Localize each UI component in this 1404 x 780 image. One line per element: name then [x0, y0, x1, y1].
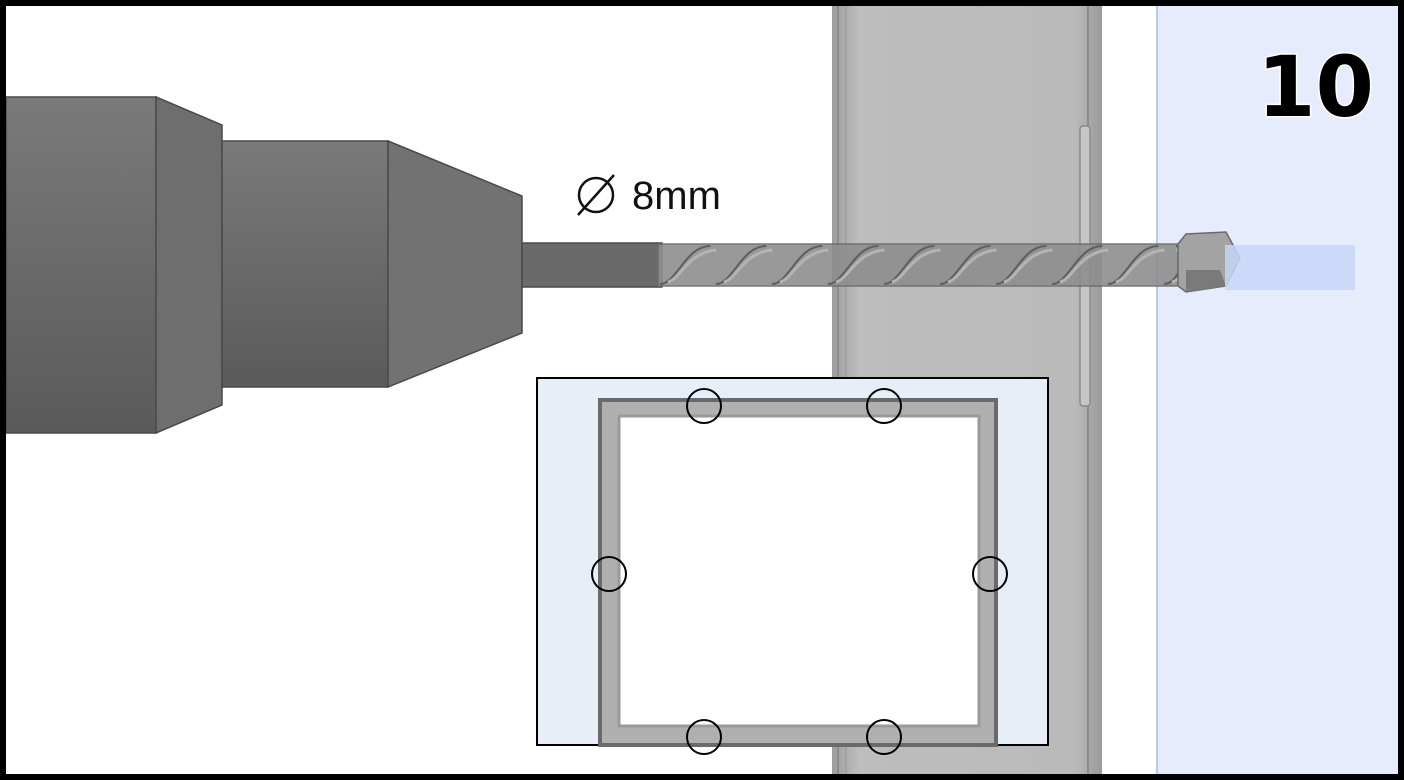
- drill-chuck-collar: [221, 140, 389, 388]
- drill-bit-flute-highlight: [1115, 248, 1165, 284]
- drill-housing-taper: [155, 95, 223, 435]
- hole-marker: [866, 719, 902, 755]
- detail-inset: [536, 377, 1049, 755]
- hole-marker: [686, 388, 722, 424]
- drill-bit-flute-highlight: [723, 248, 773, 284]
- frame-inner-opening: [617, 414, 981, 728]
- drill-shank: [521, 242, 663, 288]
- drill-bit-flute: [939, 245, 991, 285]
- hole-marker: [591, 556, 627, 592]
- drill-motor-housing: [5, 96, 157, 434]
- hole-marker: [972, 556, 1008, 592]
- drill-bit-flute-highlight: [779, 248, 829, 284]
- drill-chuck-nose: [387, 139, 523, 389]
- hole-markers: [591, 388, 1008, 755]
- drill-bit-flute: [995, 245, 1047, 285]
- diameter-label: 8mm: [577, 174, 721, 218]
- drill-bit-flute-highlight: [1059, 248, 1109, 284]
- drill-bit-flute: [1051, 245, 1103, 285]
- drill-bit-flute-highlight: [1003, 248, 1053, 284]
- drill-bit-flute: [827, 245, 879, 285]
- diameter-value: 8mm: [632, 174, 721, 218]
- drill-bit-flute: [883, 245, 935, 285]
- drill-bit-flute-highlight: [835, 248, 885, 284]
- hole-marker: [866, 388, 902, 424]
- hole-marker: [686, 719, 722, 755]
- drill-bit-flute: [715, 245, 767, 285]
- drill: [5, 95, 663, 435]
- drill-bit-flute-highlight: [891, 248, 941, 284]
- drill-bit-flute: [771, 245, 823, 285]
- diameter-symbol-icon: [577, 174, 615, 216]
- drill-bit-flute-highlight: [947, 248, 997, 284]
- drill-bit: [657, 231, 1241, 293]
- drill-bit-flute-highlight: [667, 248, 717, 284]
- drill-path-indicator: [1225, 245, 1355, 290]
- drill-bit-flute: [659, 245, 711, 285]
- step-number: 10: [1257, 38, 1374, 136]
- drill-bit-flute: [1107, 245, 1159, 285]
- glass-panel: [1156, 6, 1398, 776]
